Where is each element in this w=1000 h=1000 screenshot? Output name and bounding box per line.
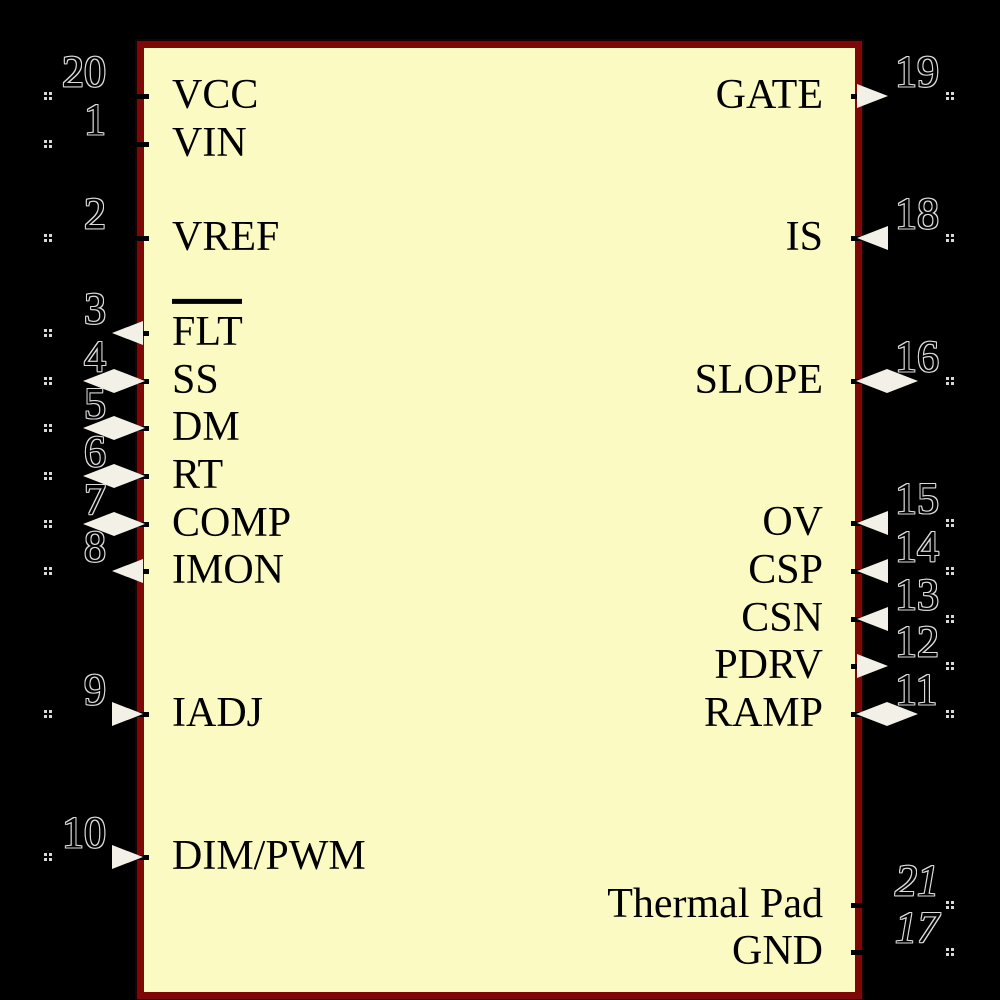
net-tap-icon [44,377,47,380]
net-tap-icon [44,329,47,332]
net-tap-icon [946,901,949,904]
arrow-out-icon [857,654,888,678]
net-tap-icon [946,567,949,570]
net-tap-icon [44,92,47,95]
pin-number: 20 [62,47,106,96]
pin-number: 18 [895,189,939,238]
pin-number: 1 [84,95,106,144]
pin-number: 6 [84,427,106,476]
pin-label: CSP [748,546,823,593]
pin-number: 3 [84,284,106,333]
net-tap-icon [946,92,949,95]
arrow-bidir-icon [856,369,887,393]
net-tap-icon [44,710,47,713]
arrow-bidir-icon [83,416,114,440]
arrow-in-icon [857,607,888,631]
net-tap-icon [44,853,47,856]
pin-number: 9 [84,665,106,714]
arrow-in-icon [857,559,888,583]
arrow-out-icon [857,84,888,108]
net-tap-icon [44,520,47,523]
pin-label: IS [785,213,823,260]
pin-label: SLOPE [694,356,823,403]
arrow-bidir-icon [114,464,145,488]
pin-number: 5 [84,379,106,428]
arrow-bidir-icon [887,369,918,393]
net-tap-icon [44,234,47,237]
arrow-bidir-icon [83,464,114,488]
pin-number: 19 [895,47,939,96]
arrow-in-icon [112,845,143,869]
net-tap-icon [44,424,47,427]
arrow-bidir-icon [114,512,145,536]
arrow-out-icon [112,321,143,345]
pin-label: VCC [172,71,259,118]
net-tap-icon [44,140,47,143]
pin-number: 12 [895,617,939,666]
pin-label: SS [172,356,219,403]
pin-number: 8 [84,522,106,571]
pin-label: DIM/PWM [172,832,366,879]
arrow-bidir-icon [114,416,145,440]
arrow-in-icon [857,511,888,535]
arrow-out-icon [112,559,143,583]
arrow-bidir-icon [83,512,114,536]
pin-label: FLT [172,298,243,355]
pin-stub [131,236,149,241]
pin-number: 15 [895,474,939,523]
pin-label: IMON [172,546,284,593]
pin-label: PDRV [714,641,823,688]
net-tap-icon [946,710,949,713]
pin-number: 14 [895,522,939,571]
arrow-in-icon [857,226,888,250]
pin-label: RAMP [703,689,823,736]
pin-label: DM [172,403,240,450]
pin-label: IADJ [172,689,263,736]
pin-label: VREF [172,213,280,260]
pin-stub [851,950,869,955]
arrow-bidir-icon [887,702,918,726]
pin-number: 17 [895,903,939,952]
pin-number: 7 [84,475,106,524]
pin-label: COMP [172,499,292,546]
pin-number: 10 [62,808,106,857]
pin-number: 4 [84,332,106,381]
pin-number: 21 [895,856,939,905]
pin-label: VIN [172,119,247,166]
ic-body [137,41,862,999]
net-tap-icon [946,519,949,522]
pin-label: CSN [741,594,823,641]
net-tap-icon [44,472,47,475]
net-tap-icon [946,662,949,665]
pin-label: GATE [715,71,823,118]
pin-label: RT [172,451,224,498]
net-tap-icon [946,377,949,380]
pin-stub [131,142,149,147]
pin-number: 13 [895,570,939,619]
net-tap-icon [44,567,47,570]
pin-label: OV [762,498,823,545]
arrow-bidir-icon [114,369,145,393]
net-tap-icon [946,948,949,951]
net-tap-icon [946,615,949,618]
pin-label: GND [732,927,823,974]
pin-stub [131,94,149,99]
arrow-bidir-icon [856,702,887,726]
net-tap-icon [946,234,949,237]
pin-number: 2 [84,189,106,238]
arrow-in-icon [112,702,143,726]
pin-stub [851,903,869,908]
arrow-bidir-icon [83,369,114,393]
pin-label: Thermal Pad [607,880,823,927]
